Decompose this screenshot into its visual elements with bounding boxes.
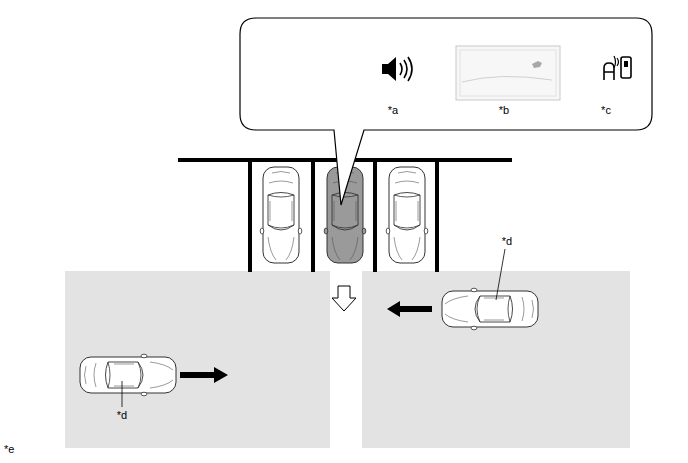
parked-car [260,167,302,263]
display-icon [456,46,560,100]
figure-note: *e [4,443,14,456]
parked-car [386,167,428,263]
callout-label: *d [502,235,512,248]
road-area [362,271,630,448]
approaching-car [80,354,176,396]
callout-label: *c [601,104,611,117]
speaker-icon [382,57,412,81]
callout-label: *d [117,409,127,422]
leader-lines [122,249,505,407]
callout-label: *a [388,104,398,117]
road-area [65,271,330,448]
approaching-car [442,288,538,330]
direction-arrow [387,301,432,317]
reverse-arrow [332,286,356,311]
callout-bubble [240,18,652,205]
callout-label: *b [499,104,509,117]
direction-arrow [180,367,228,383]
pavement [65,271,630,448]
key-icon [604,56,631,80]
